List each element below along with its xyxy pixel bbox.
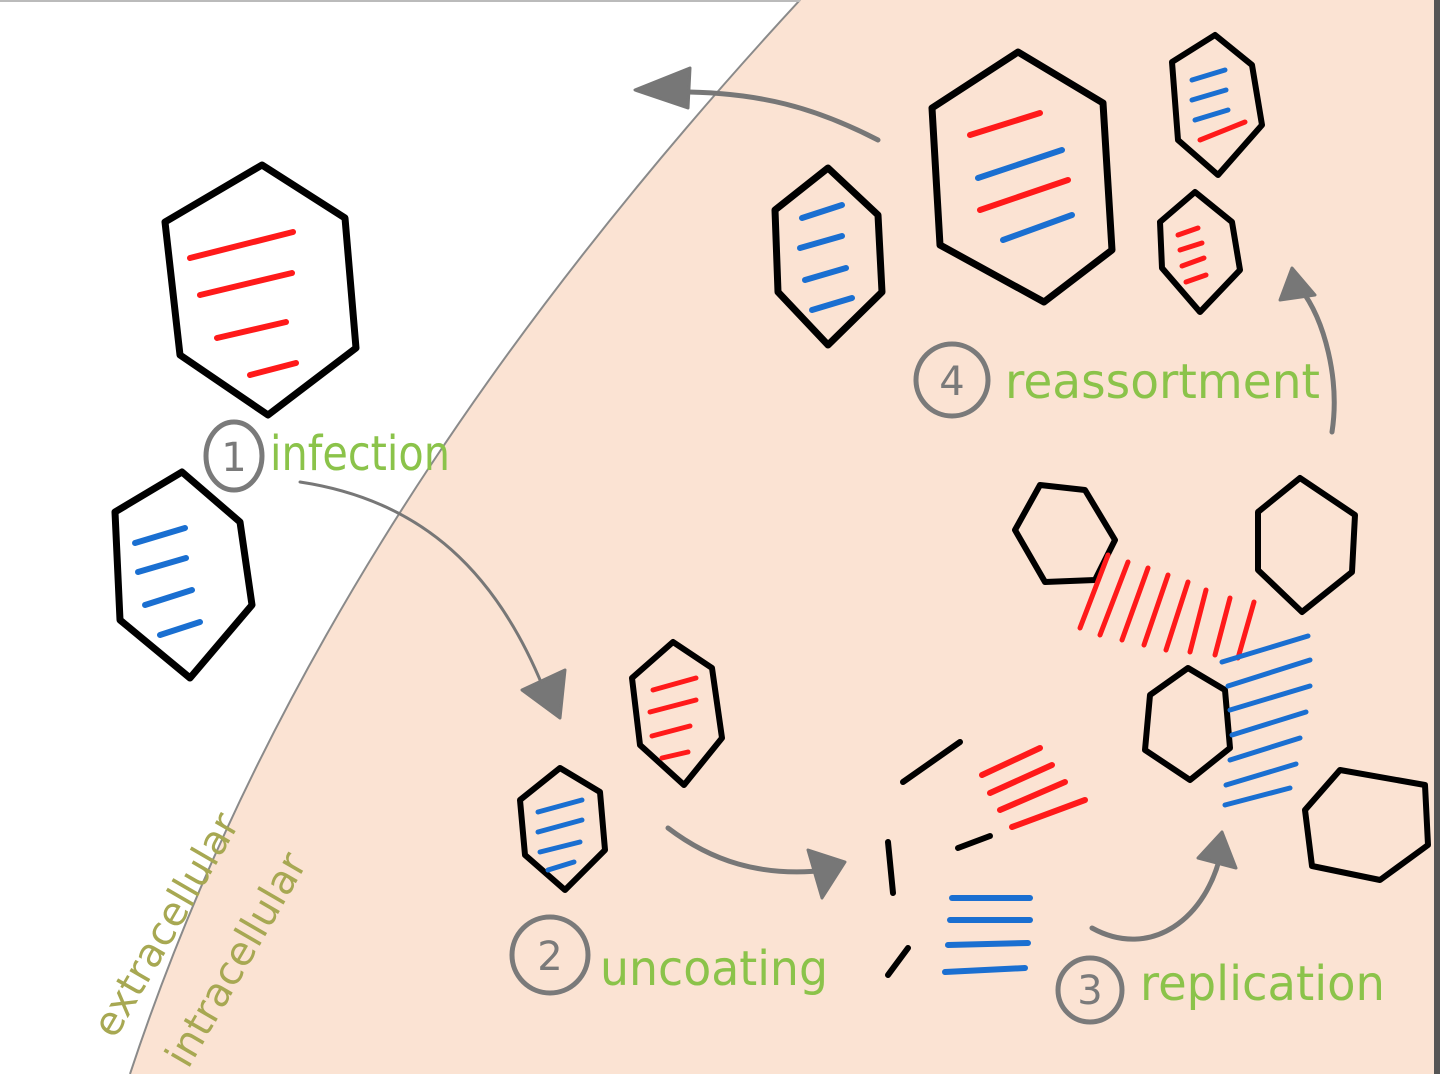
virus-blue-internalized <box>517 765 608 893</box>
cell-membrane <box>129 0 801 1075</box>
arrow-release-to-replication <box>1089 830 1238 942</box>
virus-blue-progeny <box>771 164 886 349</box>
intracellular-region <box>130 0 1440 1074</box>
right-border <box>1434 0 1440 1074</box>
new-capsid-4 <box>1302 767 1431 883</box>
step-2-number: 2 <box>537 934 562 980</box>
step-4-label: reassortment <box>1005 354 1320 410</box>
step-4-circle <box>913 341 991 419</box>
arrow-replication-to-reassortment <box>1278 266 1337 435</box>
virus-red-infecting <box>161 161 360 419</box>
virus-blue-infecting <box>111 468 256 682</box>
step-3-number: 3 <box>1077 968 1102 1014</box>
step-3-label: replication <box>1140 956 1385 1012</box>
step-3-circle <box>1055 955 1125 1025</box>
step-2-label: uncoating <box>600 941 828 997</box>
virus-red-internalized <box>629 639 725 788</box>
replicated-blue-segments <box>1219 633 1313 808</box>
released-blue-segments <box>942 895 1033 975</box>
step-1-label: infection <box>270 426 450 482</box>
virus-red-progeny-small <box>1157 189 1243 315</box>
arrow-reassortment-to-exit <box>633 66 881 143</box>
arrow-uncoating-to-release <box>665 825 847 900</box>
step-4-number: 4 <box>939 359 964 405</box>
virus-mixed-progeny-small <box>1169 32 1265 178</box>
capsid-fragments <box>885 739 993 978</box>
new-capsid-3 <box>1142 665 1233 783</box>
virus-reassortant-large <box>928 48 1116 306</box>
new-capsid-1 <box>1012 482 1118 585</box>
step-1-number: 1 <box>221 435 246 481</box>
new-capsid-2 <box>1255 475 1358 615</box>
step-1-circle <box>203 419 265 493</box>
released-red-segments <box>979 745 1088 830</box>
step-2-circle <box>509 914 591 996</box>
replicated-red-segments <box>1077 552 1257 661</box>
arrow-infection-to-uncoating <box>298 480 567 720</box>
